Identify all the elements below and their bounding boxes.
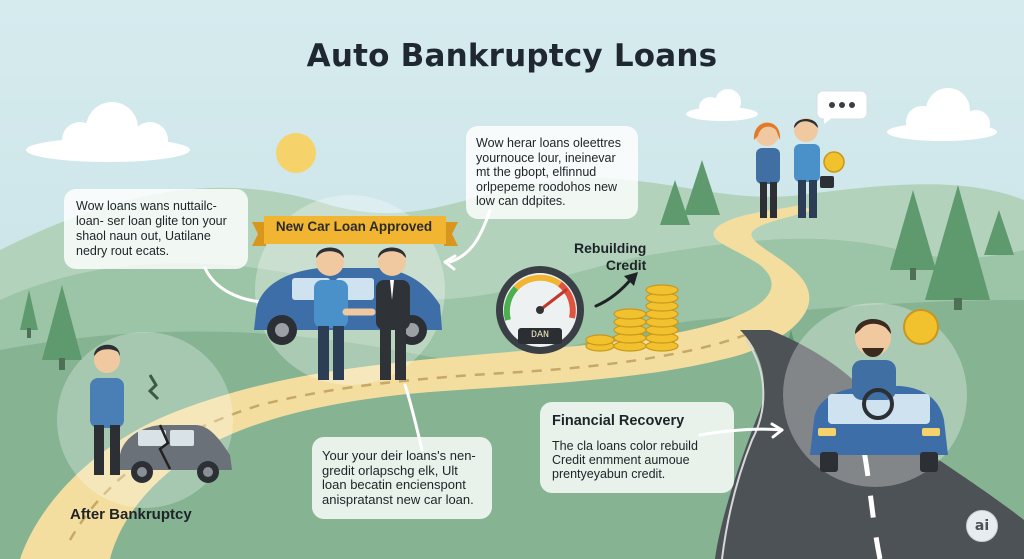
after-bankruptcy-label: After Bankruptcy xyxy=(70,506,192,523)
sad-person-icon xyxy=(90,344,160,475)
info-bubble-top-left: Wow loans wans nuttailc- loan- ser loan … xyxy=(64,189,248,269)
page-title: Auto Bankruptcy Loans xyxy=(306,38,718,74)
cloud-left xyxy=(26,102,190,162)
cloud-right xyxy=(887,88,997,141)
cloud-top-right xyxy=(686,89,758,121)
financial-recovery-heading: Financial Recovery xyxy=(552,413,685,429)
broken-car-icon xyxy=(118,424,232,483)
asphalt-edge xyxy=(721,339,765,559)
trees xyxy=(20,160,1014,370)
trend-arrowhead-icon xyxy=(624,272,638,286)
loan-approved-banner: New Car Loan Approved xyxy=(275,219,433,234)
info-bubble-top-center: Wow herar loans oleettres yournouce lour… xyxy=(466,126,638,219)
couple-icon xyxy=(753,118,845,218)
rebuilding-credit-label: Rebuilding Credit xyxy=(574,240,647,273)
gauge-readout: DAN xyxy=(530,330,549,341)
happy-driver-icon xyxy=(852,309,939,420)
banner-ribbon xyxy=(252,216,458,246)
dealer-person-icon xyxy=(376,247,410,380)
credit-gauge-icon xyxy=(496,266,584,354)
speech-bubble-icon xyxy=(816,90,868,124)
buyer-person-icon xyxy=(314,247,348,380)
winding-road xyxy=(20,205,812,559)
driver-car-icon xyxy=(810,386,948,472)
coin-stacks-icon xyxy=(585,284,679,352)
info-bubble-bottom-center: Your your deir loans's nen- gredit orlap… xyxy=(312,437,492,519)
financial-recovery-body: The cla loans color rebuild Credit enmme… xyxy=(552,439,698,481)
sun xyxy=(276,133,316,173)
ai-badge: ai xyxy=(966,510,998,542)
asphalt-dashes xyxy=(859,439,883,559)
